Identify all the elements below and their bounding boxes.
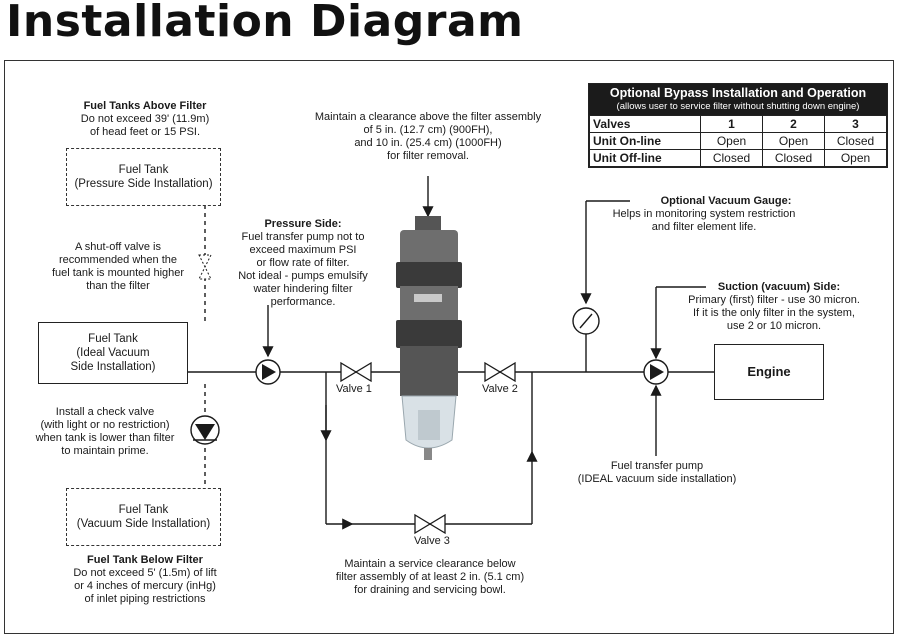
tank-sublabel: (Pressure Side Installation) (74, 178, 213, 190)
tank-below-note: Fuel Tank Below Filter Do not exceed 5' … (55, 554, 235, 606)
note-line: water hindering filter (253, 283, 353, 295)
note-line: use 2 or 10 micron. (726, 320, 822, 332)
bypass-table-title: Optional Bypass Installation and Operati… (609, 86, 867, 100)
tank-sublabel: (Vacuum Side Installation) (76, 518, 211, 530)
note-heading: Pressure Side: (264, 218, 342, 230)
table-cell: Unit Off-line (589, 149, 701, 167)
note-line: to maintain prime. (61, 445, 149, 457)
note-line: than the filter (86, 280, 150, 292)
check-valve-note: Install a check valve (with light or no … (20, 406, 190, 458)
note-line: of inlet piping restrictions (84, 593, 206, 605)
table-header-cell: 1 (700, 115, 763, 133)
note-line: Do not exceed 5' (1.5m) of lift (73, 567, 217, 579)
valve-3-icon (414, 513, 446, 535)
note-line: and 10 in. (25.4 cm) (1000FH) (354, 137, 502, 149)
pressure-pump-icon (255, 359, 281, 385)
clearance-above-note: Maintain a clearance above the filter as… (293, 111, 563, 163)
bypass-table-subtitle: (allows user to service filter without s… (616, 101, 860, 112)
note-line: recommended when the (58, 254, 177, 266)
table-cell: Open (824, 149, 887, 167)
table-header-cell: 2 (762, 115, 825, 133)
filter-assembly-icon (396, 216, 462, 460)
shutoff-valve-icon (198, 254, 212, 280)
engine-box: Engine (714, 344, 824, 400)
note-line: Fuel transfer pump (610, 460, 704, 472)
note-line: Fuel transfer pump not to (241, 231, 365, 243)
vacuum-gauge-icon (572, 307, 600, 335)
note-line: or flow rate of filter. (256, 257, 350, 269)
tank-label: Fuel Tank (118, 504, 169, 516)
suction-side-note: Suction (vacuum) Side: Primary (first) f… (664, 281, 884, 333)
note-line: exceed maximum PSI (249, 244, 357, 256)
table-cell: Closed (824, 132, 887, 150)
suction-pump-icon (643, 359, 669, 385)
note-line: A shut-off valve is (74, 241, 161, 253)
engine-label: Engine (747, 364, 791, 379)
table-header-row: Valves 1 2 3 (589, 115, 887, 133)
note-line: Do not exceed 39' (11.9m) (80, 113, 210, 125)
note-heading: Optional Vacuum Gauge: (660, 195, 792, 207)
valve-1-label: Valve 1 (336, 383, 372, 395)
vacuum-gauge-note: Optional Vacuum Gauge: Helps in monitori… (594, 195, 814, 234)
note-line: Not ideal - pumps emulsify (238, 270, 368, 282)
note-line: (with light or no restriction) (40, 419, 170, 431)
note-heading: Fuel Tanks Above Filter (83, 100, 207, 112)
valve-2-label: Valve 2 (482, 383, 518, 395)
table-row: Unit Off-line Closed Closed Open (589, 149, 887, 167)
table-cell: Closed (700, 149, 763, 167)
tanks-above-note: Fuel Tanks Above Filter Do not exceed 39… (60, 100, 230, 139)
note-line: of 5 in. (12.7 cm) (900FH), (363, 124, 493, 136)
bypass-table: Optional Bypass Installation and Operati… (588, 83, 888, 168)
valve-2-icon (484, 361, 516, 383)
shutoff-note: A shut-off valve is recommended when the… (38, 241, 198, 293)
table-header-cell: 3 (824, 115, 887, 133)
note-line: fuel tank is mounted higher (51, 267, 185, 279)
note-line: Install a check valve (55, 406, 155, 418)
table-cell: Open (762, 132, 825, 150)
table-header-cell: Valves (589, 115, 701, 133)
tank-vacuum-side: Fuel Tank (Vacuum Side Installation) (66, 488, 221, 546)
note-line: for filter removal. (387, 150, 469, 162)
table-cell: Open (700, 132, 763, 150)
note-line: Helps in monitoring system restriction (612, 208, 796, 220)
note-line: for draining and servicing bowl. (354, 584, 506, 596)
table-row: Unit On-line Open Open Closed (589, 132, 887, 150)
note-line: or 4 inches of mercury (inHg) (74, 580, 216, 592)
valve-3-label: Valve 3 (414, 535, 450, 547)
note-line: performance. (270, 296, 336, 308)
tank-label: Fuel Tank (88, 333, 138, 345)
table-cell: Unit On-line (589, 132, 701, 150)
tank-sublabel: (Ideal Vacuum (76, 347, 150, 359)
tank-ideal-vacuum: Fuel Tank (Ideal Vacuum Side Installatio… (38, 322, 188, 384)
note-line: Maintain a clearance above the filter as… (314, 111, 542, 123)
note-line: Maintain a service clearance below (344, 558, 516, 570)
note-line: If it is the only filter in the system, (692, 307, 855, 319)
diagram-frame (4, 60, 894, 634)
page-title: Installation Diagram (6, 0, 524, 47)
check-valve-icon (190, 415, 220, 445)
note-heading: Suction (vacuum) Side: (717, 281, 841, 293)
service-clearance-note: Maintain a service clearance below filte… (315, 558, 545, 597)
note-line: and filter element life. (651, 221, 757, 233)
table-cell: Closed (762, 149, 825, 167)
note-line: Primary (first) filter - use 30 micron. (688, 294, 860, 306)
note-line: of head feet or 15 PSI. (89, 126, 201, 138)
note-line: when tank is lower than filter (35, 432, 175, 444)
pressure-side-note: Pressure Side: Fuel transfer pump not to… (228, 218, 378, 309)
tank-sublabel: Side Installation) (70, 361, 156, 373)
tank-pressure-side: Fuel Tank (Pressure Side Installation) (66, 148, 221, 206)
valve-1-icon (340, 361, 372, 383)
note-line: (IDEAL vacuum side installation) (577, 473, 737, 485)
note-heading: Fuel Tank Below Filter (87, 554, 203, 566)
transfer-pump-note: Fuel transfer pump (IDEAL vacuum side in… (562, 460, 752, 486)
tank-label: Fuel Tank (118, 164, 169, 176)
note-line: filter assembly of at least 2 in. (5.1 c… (335, 571, 525, 583)
